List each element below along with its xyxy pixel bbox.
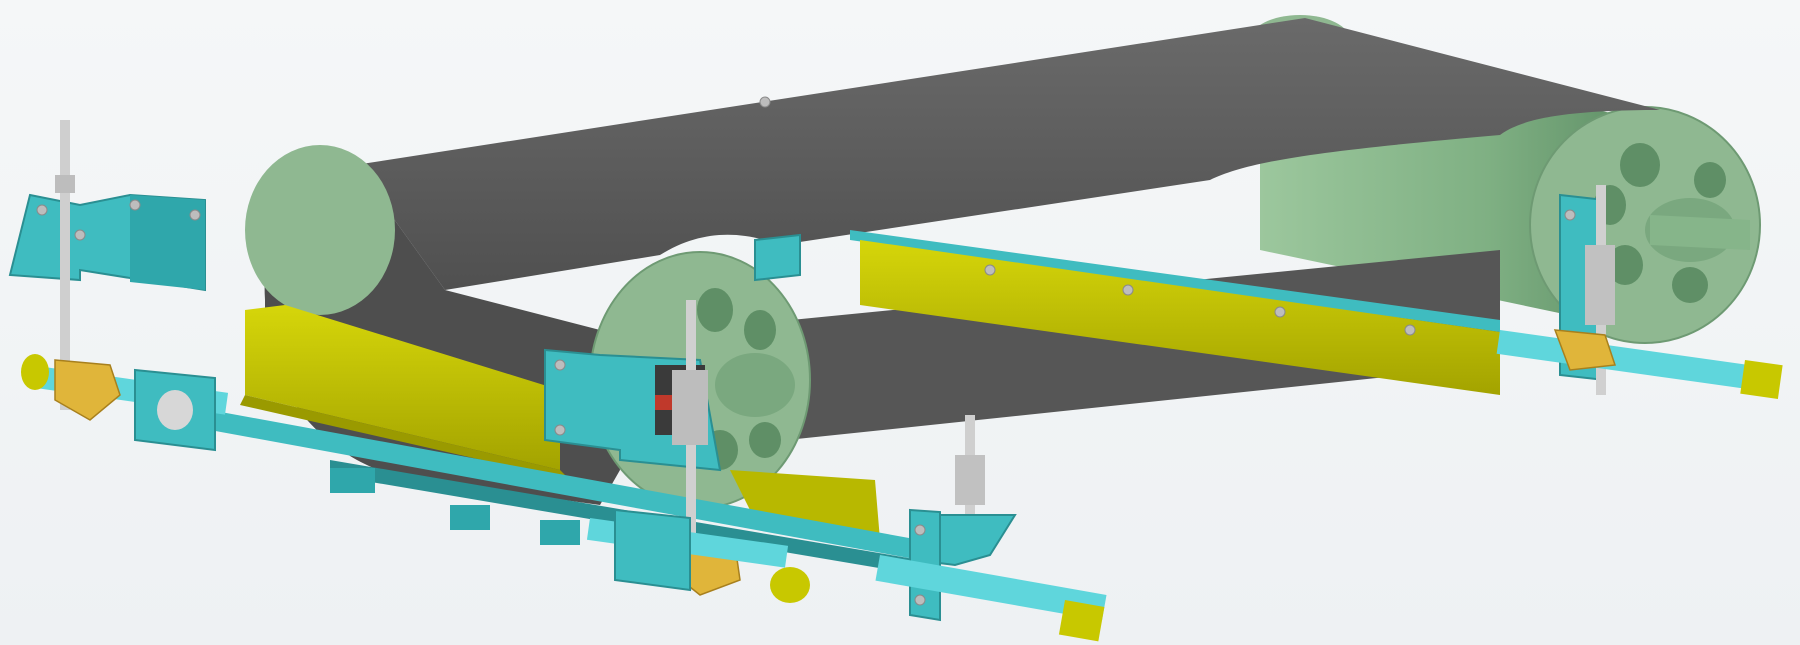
frame-foot-3 [540, 520, 580, 545]
front-pulley-back-rim [245, 145, 395, 315]
bolt-14 [914, 594, 926, 606]
front-scraper [240, 305, 880, 540]
center-spring [672, 370, 708, 445]
front-scraper-lip [240, 395, 570, 480]
center-spring-coil [672, 370, 708, 445]
front-pulley-hole-4 [749, 422, 781, 458]
bolt-1 [36, 204, 48, 216]
center-bracket-red-block [655, 395, 675, 410]
left-tensioner [8, 120, 229, 452]
center-bearing-plate [614, 508, 691, 592]
rear-scraper-blade [860, 240, 1500, 395]
frame-foot-2 [450, 505, 490, 530]
rear-right-tensioner [1496, 185, 1783, 399]
bolt-13 [914, 524, 926, 536]
bolt-5 [554, 359, 566, 371]
rear-pulley-hole-3 [1607, 245, 1643, 285]
rear-scraper-left-bracket [754, 233, 801, 282]
bolt-4 [189, 209, 201, 221]
bolt-3 [129, 199, 141, 211]
bolt-8 [1122, 284, 1134, 296]
left-bracket-flange [130, 195, 205, 290]
left-bearing [54, 359, 121, 421]
bolt-7 [984, 264, 996, 276]
bolt-10 [1404, 324, 1416, 336]
left-bearing-hub [157, 390, 193, 430]
rear-pulley-hole-1 [1620, 143, 1660, 187]
belt-top-run [355, 18, 1660, 290]
bolts [36, 96, 1576, 606]
bolt-11 [759, 96, 771, 108]
rear-pulley-hole-4 [1672, 267, 1708, 303]
frame-rail-lower [210, 410, 920, 560]
right-front-shaft [875, 555, 1107, 621]
front-scraper-blade [245, 305, 560, 470]
right-front-shaft-cap [1058, 600, 1105, 642]
rear-pulley-hole-5 [1694, 162, 1726, 198]
rear-scraper-bar-top [850, 230, 1500, 332]
frame-foot-1 [330, 468, 375, 493]
bolt-9 [1274, 306, 1286, 318]
bolt-2 [74, 229, 86, 241]
center-tensioner [544, 300, 810, 603]
front-pulley-hub [715, 353, 795, 417]
left-screw-rod [60, 120, 70, 410]
bolt-12 [1564, 209, 1576, 221]
right-front-tensioner [875, 415, 1107, 642]
center-shaft-cap [770, 567, 810, 603]
right-front-spring [955, 455, 985, 505]
rear-right-bearing [1553, 329, 1617, 371]
left-shaft-cap [21, 354, 49, 390]
left-screw-nut [55, 175, 75, 193]
front-pulley-hole-2 [744, 310, 776, 350]
rear-right-shaft-cap [1740, 359, 1783, 399]
bolt-6 [554, 424, 566, 436]
front-pulley-hole-1 [697, 288, 733, 332]
rear-scraper [754, 230, 1500, 395]
rear-pulley-shaft-stub [1650, 215, 1750, 250]
rear-right-spring [1585, 245, 1615, 325]
